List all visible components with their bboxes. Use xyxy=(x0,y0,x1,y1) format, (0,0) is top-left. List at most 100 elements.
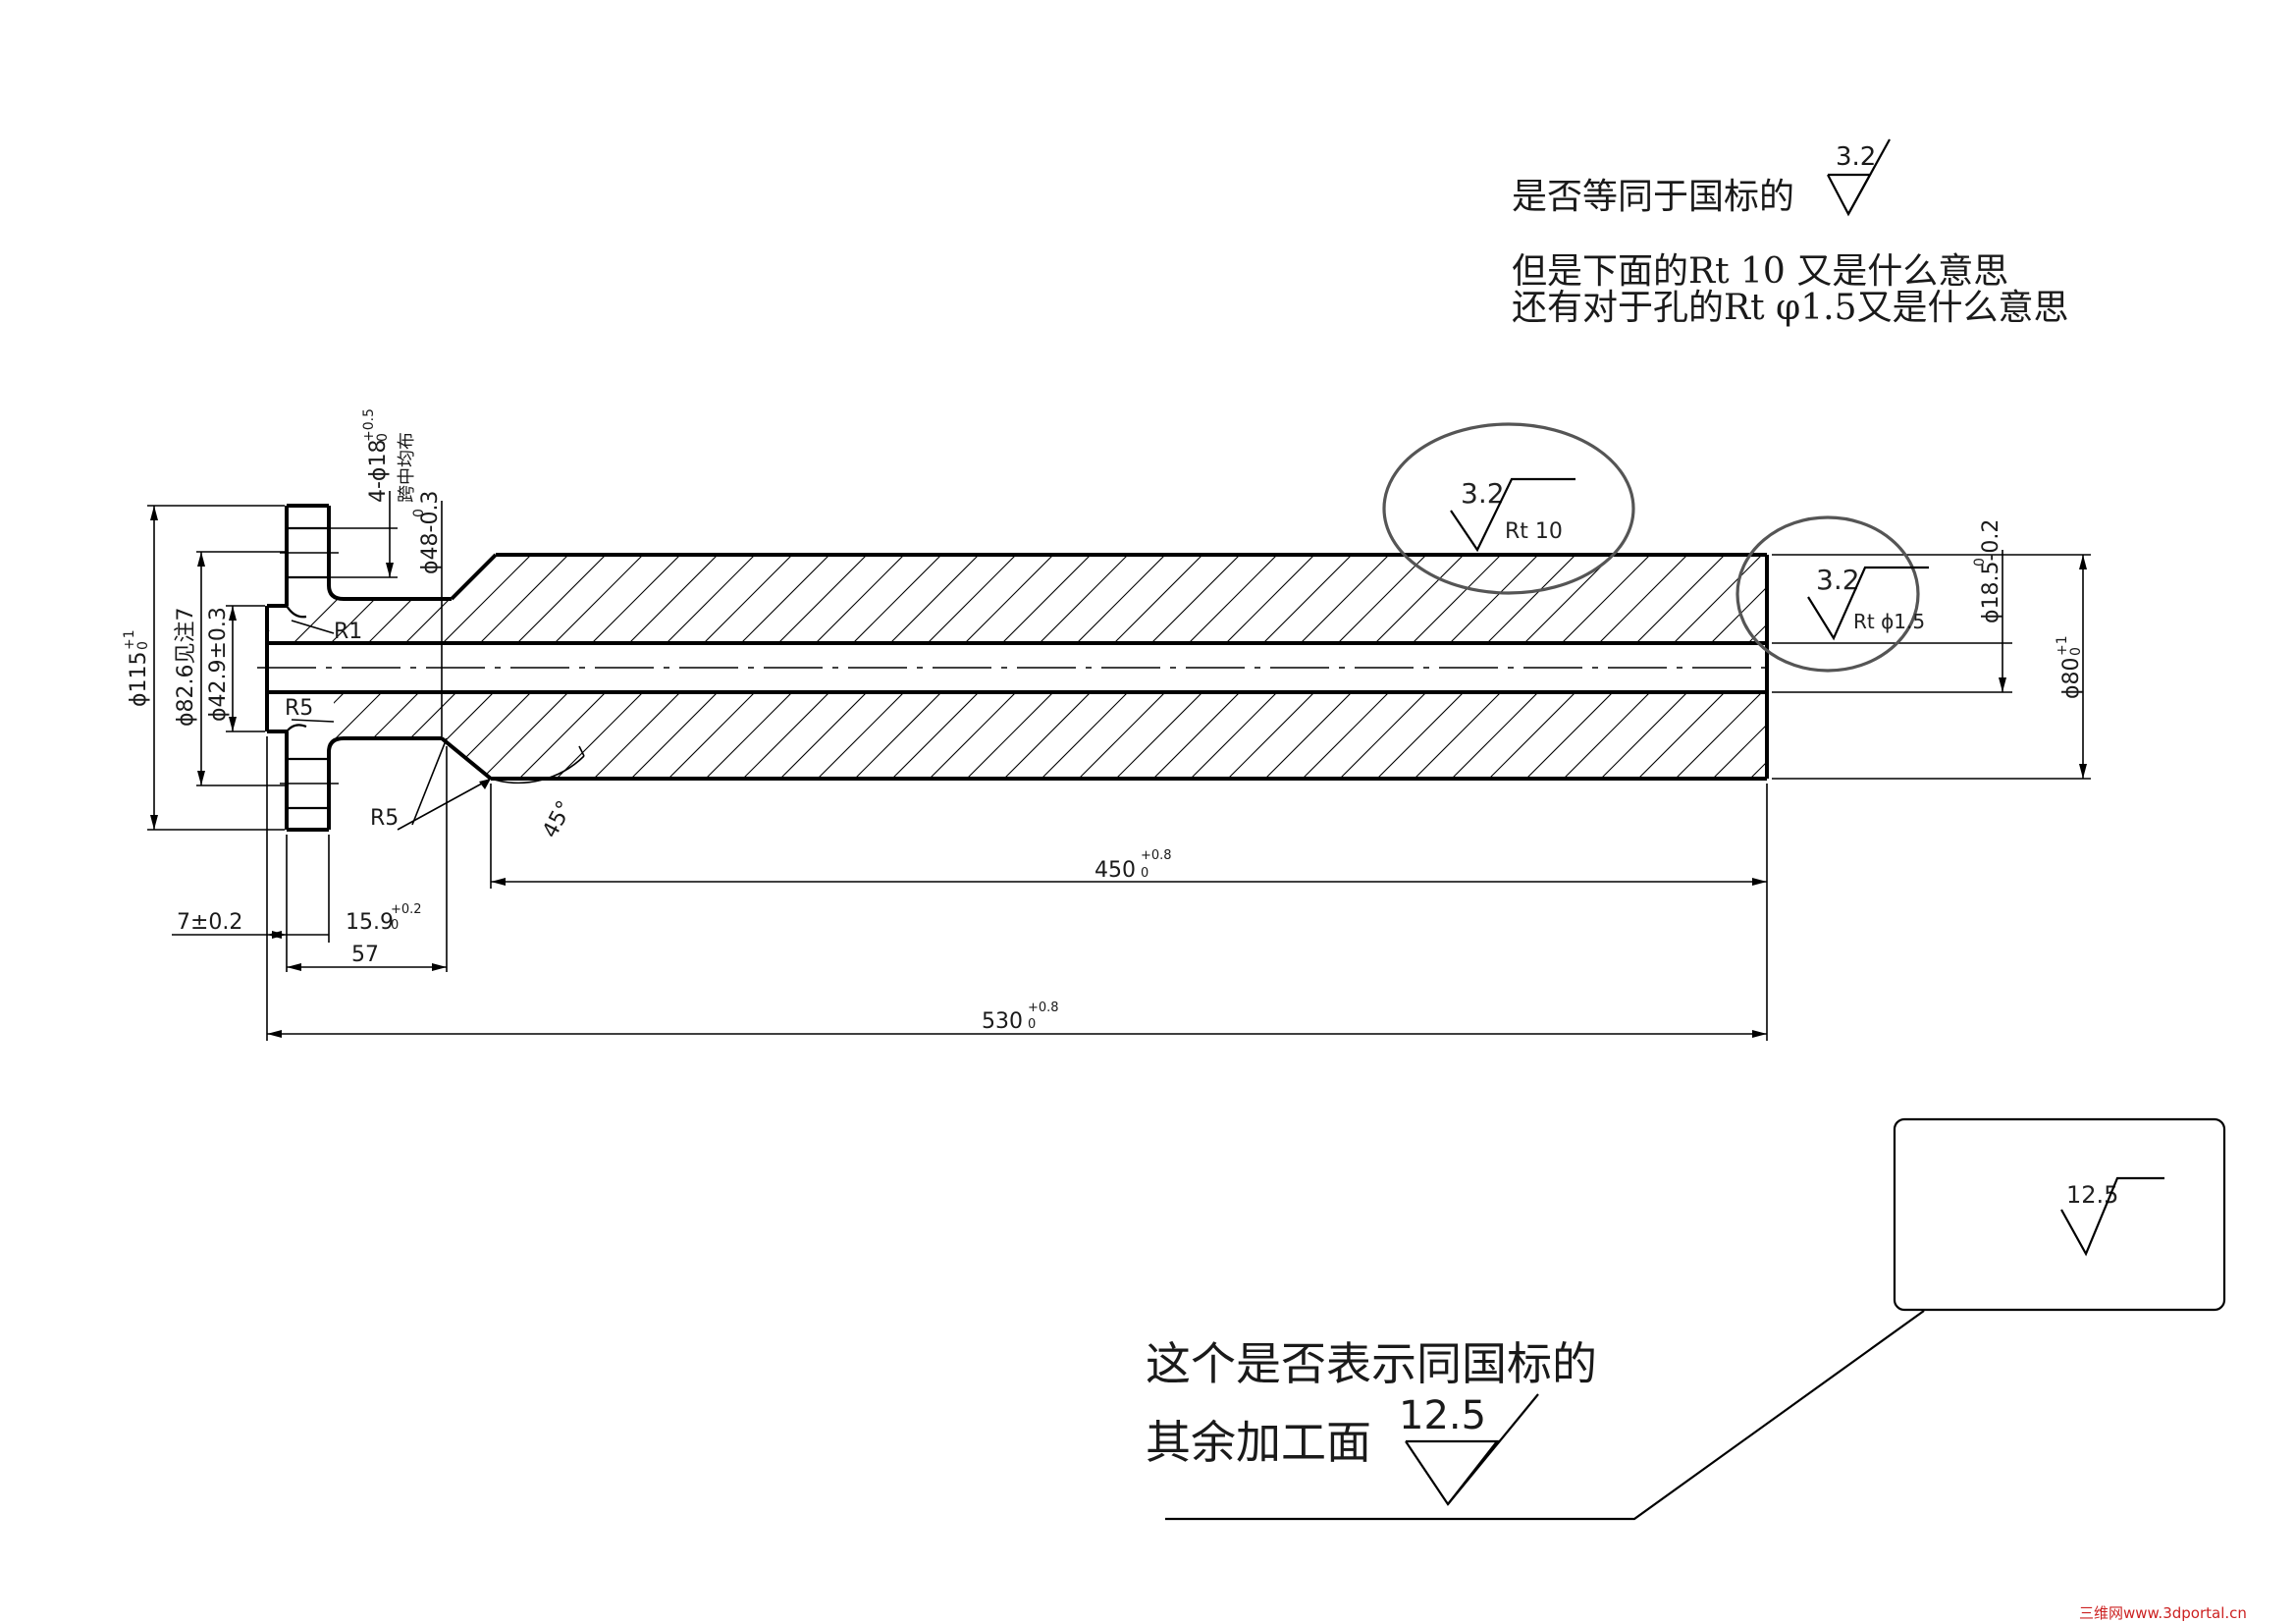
dim-dia-18-5: ϕ18.5-0.2 xyxy=(1979,519,2003,623)
svg-text:0: 0 xyxy=(1028,1017,1036,1032)
dim-dia-115: ϕ115 xyxy=(127,651,151,707)
hatch-line xyxy=(922,555,1022,643)
hatch-line xyxy=(549,555,649,643)
hatch-line xyxy=(698,555,798,643)
surface-mark-bore: 3.2 Rt ϕ1.5 xyxy=(1735,515,1929,673)
question-line-3: 还有对于孔的Rt φ1.5又是什么意思 xyxy=(1512,288,2068,328)
svg-text:0: 0 xyxy=(1141,866,1148,881)
hatch-line xyxy=(847,692,947,779)
dim-dia-42-9: ϕ42.9±0.3 xyxy=(206,607,231,722)
svg-text:+0.5: +0.5 xyxy=(361,408,377,442)
hatch-line xyxy=(1108,692,1208,779)
hatch-line xyxy=(1556,555,1656,643)
hatch-line xyxy=(586,555,686,643)
hatch-line xyxy=(698,692,798,779)
hatch-line xyxy=(1668,692,1767,779)
hatch-line xyxy=(1369,555,1469,643)
hatch-line xyxy=(1668,555,1767,643)
hatch-line xyxy=(586,692,686,779)
hatch-line xyxy=(1071,692,1171,779)
svg-text:3.2: 3.2 xyxy=(1836,142,1876,172)
hatch-line xyxy=(1742,555,1767,643)
dim-dia-80: ϕ80 xyxy=(2059,657,2084,699)
svg-text:Rt ϕ1.5: Rt ϕ1.5 xyxy=(1853,610,1925,633)
svg-text:0: 0 xyxy=(1972,558,1988,567)
question-line-2: 但是下面的Rt 10 又是什么意思 xyxy=(1512,251,2008,292)
hatch-line xyxy=(1444,692,1544,779)
hatch-line xyxy=(847,555,947,643)
hatch-line xyxy=(1444,555,1544,643)
svg-text:+0.8: +0.8 xyxy=(1141,848,1172,863)
part-outline xyxy=(265,504,1769,832)
svg-text:0: 0 xyxy=(411,509,427,517)
hatch-line xyxy=(1481,555,1581,643)
dim-len-7: 7±0.2 xyxy=(177,910,242,935)
hatch-line xyxy=(1630,555,1731,643)
hatch-line xyxy=(1257,555,1358,643)
hatch-line xyxy=(1332,692,1432,779)
hatch-line xyxy=(511,555,612,643)
hatch-line xyxy=(661,692,761,779)
hatch-line xyxy=(437,692,537,779)
watermark: 三维网www.3dportal.cn xyxy=(2079,1604,2247,1622)
hatch-line xyxy=(996,555,1096,643)
hatch-line xyxy=(623,555,723,643)
hatch-line xyxy=(1742,692,1767,779)
dimension-texts: ϕ115 +1 0 ϕ82.6见注7 ϕ42.9±0.3 4-ϕ18 +0.5 … xyxy=(122,408,2084,1034)
dim-len-530: 530 xyxy=(982,1009,1023,1034)
svg-text:0: 0 xyxy=(2068,647,2084,656)
dim-len-57: 57 xyxy=(351,943,379,967)
dim-holes: 4-ϕ18 xyxy=(366,440,391,503)
dimension-arrows xyxy=(150,506,2087,1038)
dim-r5-top: R5 xyxy=(285,696,313,721)
hatch-line xyxy=(511,692,612,779)
hatch-line xyxy=(1034,555,1134,643)
hatch-line xyxy=(735,692,835,779)
hatch-line xyxy=(1407,692,1507,779)
dim-angle-45: 45° xyxy=(538,797,577,842)
hatch-line xyxy=(1705,692,1767,779)
hatch-line xyxy=(959,692,1059,779)
bottom-question-block: 这个是否表示同国标的 其余加工面 12.5 xyxy=(1146,1337,1597,1506)
svg-text:3.2: 3.2 xyxy=(1461,477,1505,510)
dim-r1: R1 xyxy=(334,620,362,644)
svg-text:12.5: 12.5 xyxy=(1399,1393,1486,1438)
dim-dia-48: ϕ48-0.3 xyxy=(418,491,443,574)
hatch-line xyxy=(884,692,985,779)
hatch-line xyxy=(735,555,835,643)
hatch-line xyxy=(661,555,761,643)
hatch-line xyxy=(1332,555,1432,643)
svg-text:Rt 10: Rt 10 xyxy=(1505,519,1563,544)
roughness-symbol-icon: 3.2 xyxy=(1827,138,1891,217)
hatch-line xyxy=(1481,692,1581,779)
roughness-triangle-icon: 12.5 xyxy=(1399,1393,1539,1506)
hatch-line xyxy=(1369,692,1469,779)
hatch-line xyxy=(773,555,873,643)
hatch-line xyxy=(474,692,574,779)
hatch-line xyxy=(474,555,574,643)
bottom-question-line-1: 这个是否表示同国标的 xyxy=(1146,1337,1597,1390)
hatch-line xyxy=(810,692,910,779)
hatch-line xyxy=(1108,555,1208,643)
hatch-line xyxy=(623,692,723,779)
shaft-section-view xyxy=(257,504,1777,832)
dim-r5-bottom: R5 xyxy=(370,806,399,831)
svg-text:+1: +1 xyxy=(122,629,137,650)
hatch-line xyxy=(1556,692,1656,779)
hatch-line xyxy=(1519,692,1619,779)
dim-len-15-9: 15.9 xyxy=(346,910,394,935)
dim-holes-note: 跨中均布 xyxy=(397,432,417,503)
hatch-line xyxy=(1034,692,1134,779)
hatch-top xyxy=(265,555,1767,643)
leader-line xyxy=(1165,1310,1925,1521)
dim-len-450: 450 xyxy=(1095,858,1136,883)
center-lines xyxy=(257,552,1777,784)
svg-text:3.2: 3.2 xyxy=(1816,564,1860,596)
svg-text:0: 0 xyxy=(391,918,399,933)
svg-text:+1: +1 xyxy=(2055,635,2070,656)
svg-text:+0.8: +0.8 xyxy=(1028,1001,1059,1015)
dim-dia-82-6: ϕ82.6见注7 xyxy=(174,608,198,728)
hatch-line xyxy=(1705,555,1767,643)
svg-text:+0.2: +0.2 xyxy=(391,902,422,917)
